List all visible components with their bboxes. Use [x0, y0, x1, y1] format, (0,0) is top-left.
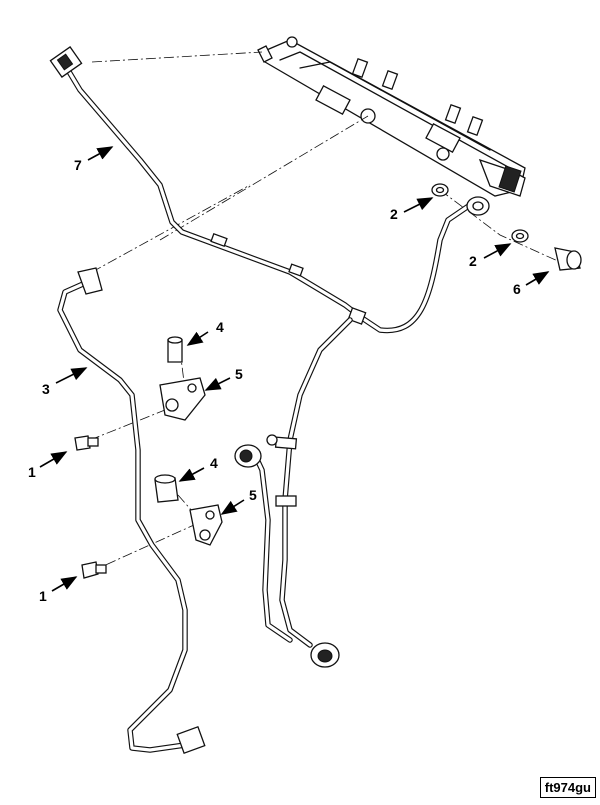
callout-3: 3 — [42, 381, 50, 397]
callout-5-upper: 5 — [235, 366, 243, 382]
callout-6: 6 — [513, 281, 521, 297]
fuel-rail — [257, 36, 526, 197]
fuel-line-3 — [57, 267, 206, 754]
callout-4-upper: 4 — [216, 319, 224, 335]
fuel-line-lower — [234, 317, 353, 668]
figure-id: ft974gu — [539, 777, 596, 798]
leader-arrow-icon — [178, 467, 205, 482]
callout-1-upper: 1 — [28, 464, 36, 480]
hardware — [74, 183, 582, 579]
callout-2-upper: 2 — [390, 206, 398, 222]
callout-7: 7 — [74, 157, 82, 173]
leader-arrow-icon — [87, 146, 114, 161]
callout-4-lower: 4 — [210, 455, 218, 471]
leader-arrow-icon — [51, 576, 78, 592]
leader-arrow-icon — [39, 451, 68, 468]
leader-arrow-icon — [403, 197, 434, 213]
leader-arrow-icon — [186, 331, 209, 346]
callout-arrows — [39, 146, 550, 592]
leader-arrow-icon — [220, 499, 245, 515]
callout-1-lower: 1 — [39, 588, 47, 604]
callout-5-lower: 5 — [249, 487, 257, 503]
leader-arrow-icon — [525, 271, 550, 286]
fuel-line-7 — [49, 46, 490, 334]
leader-lines — [89, 51, 561, 573]
leader-arrow-icon — [204, 377, 231, 391]
leader-arrow-icon — [55, 367, 88, 384]
leader-arrow-icon — [483, 243, 512, 259]
callout-2-lower: 2 — [469, 253, 477, 269]
